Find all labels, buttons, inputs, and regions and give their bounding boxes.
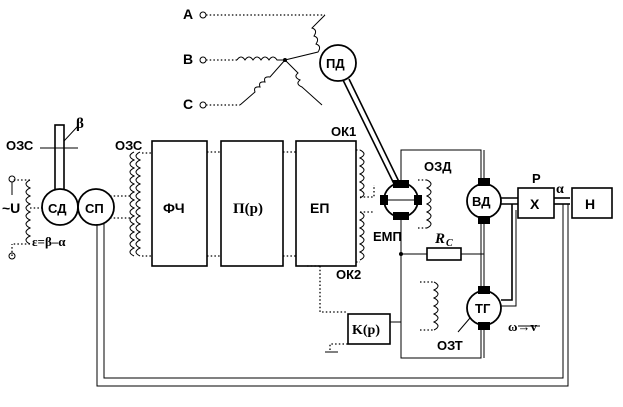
- x-h-blocks: [517, 187, 613, 219]
- label-h: H: [585, 196, 595, 212]
- label-ep: ЕП: [310, 200, 329, 216]
- label-ozd: ОЗД: [424, 159, 452, 174]
- feedback-loop: [96, 204, 569, 387]
- main-chain: [151, 140, 375, 313]
- h-block: [571, 187, 613, 219]
- terminal-u-top: [8, 175, 16, 183]
- label-ozt: ОЗТ: [437, 338, 463, 353]
- label-sd: СД: [48, 201, 67, 216]
- pp-block: [220, 140, 284, 267]
- label-phase-a: A: [183, 6, 193, 22]
- label-phase-c: C: [183, 96, 193, 112]
- vd-motor: [466, 150, 518, 290]
- label-sp: СП: [85, 201, 104, 216]
- fch-block: [151, 140, 208, 267]
- label-emp: ЕМП: [373, 229, 402, 244]
- label-omega: ω→v: [508, 319, 538, 334]
- rc-resistor: [426, 247, 462, 261]
- label-vd: ВД: [472, 194, 491, 209]
- label-rc: R: [434, 231, 445, 247]
- emp-machine: [380, 149, 484, 359]
- label-kp: K(p): [352, 323, 380, 338]
- label-pd: ПД: [326, 56, 345, 71]
- sd-shaft: [54, 124, 65, 194]
- tg-generator: [420, 204, 540, 358]
- selsyn-section: [8, 124, 152, 260]
- label-r: P: [532, 171, 541, 186]
- kp-block-group: [325, 313, 401, 353]
- terminal-a: [199, 11, 207, 19]
- terminal-b: [199, 56, 207, 64]
- pd-circle: [319, 44, 357, 82]
- label-ozs-left: ОЗС: [6, 138, 34, 153]
- label-ozs-right: ОЗС: [115, 138, 143, 153]
- terminal-u-bottom: [8, 252, 16, 260]
- label-phase-b: B: [183, 51, 193, 67]
- label-eps: ε=β–α: [32, 234, 66, 249]
- label-tg: ТГ: [475, 301, 491, 316]
- pd-motor: [319, 44, 404, 193]
- label-x: X: [530, 196, 540, 212]
- label-ok1: ОК1: [331, 124, 356, 139]
- label-pp: П(p): [233, 201, 263, 217]
- label-ok2: ОК2: [336, 267, 361, 282]
- x-block: [517, 187, 555, 219]
- kp-block: [347, 313, 391, 345]
- label-u: ~U: [2, 200, 20, 216]
- label-rc-sub: C: [446, 238, 453, 249]
- ep-block: [295, 140, 357, 267]
- label-fch: ФЧ: [163, 200, 185, 216]
- label-beta: β: [76, 116, 84, 132]
- label-alpha: α: [556, 182, 564, 197]
- three-phase-supply: [199, 11, 326, 109]
- terminal-c: [199, 101, 207, 109]
